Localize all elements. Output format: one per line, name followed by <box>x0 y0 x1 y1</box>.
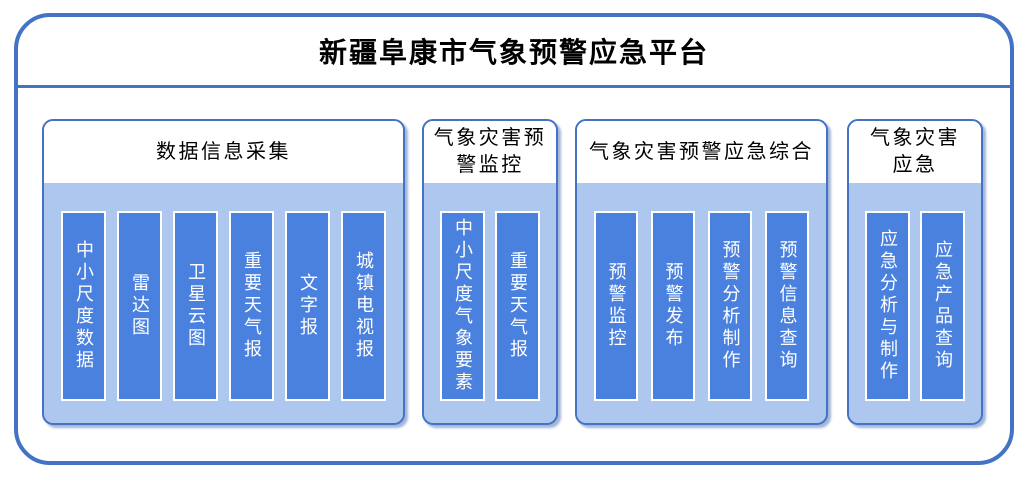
section-warning-monitoring-body: 中小尺度气象要素 重要天气报 <box>424 183 556 423</box>
item-satellite-cloud-image: 卫星云图 <box>173 210 218 401</box>
section-data-collection: 数据信息采集 中小尺度数据 雷达图 卫星云图 重要天气报 文字报 城镇电视报 <box>42 119 405 425</box>
item-emergency-product-query: 应急产品查询 <box>920 210 965 401</box>
section-warning-monitoring: 气象灾害预 警监控 中小尺度气象要素 重要天气报 <box>422 119 558 425</box>
item-warning-monitoring: 预警监控 <box>594 210 638 401</box>
sections-area: 数据信息采集 中小尺度数据 雷达图 卫星云图 重要天气报 文字报 城镇电视报 气… <box>18 88 1010 458</box>
section-warning-emergency-comprehensive-title: 气象灾害预警应急综合 <box>577 121 826 183</box>
item-radar-chart: 雷达图 <box>117 210 162 401</box>
item-text-report: 文字报 <box>285 210 330 401</box>
item-town-tv-report: 城镇电视报 <box>341 210 386 401</box>
section-disaster-emergency-body: 应急分析与制作 应急产品查询 <box>849 183 981 423</box>
section-disaster-emergency: 气象灾害 应急 应急分析与制作 应急产品查询 <box>847 119 983 425</box>
section-warning-monitoring-title: 气象灾害预 警监控 <box>424 121 556 183</box>
section-warning-emergency-comprehensive: 气象灾害预警应急综合 预警监控 预警发布 预警分析制作 预警信息查询 <box>575 119 828 425</box>
section-data-collection-title: 数据信息采集 <box>44 121 403 183</box>
item-important-weather-report: 重要天气报 <box>229 210 274 401</box>
section-disaster-emergency-title: 气象灾害 应急 <box>849 121 981 183</box>
section-data-collection-body: 中小尺度数据 雷达图 卫星云图 重要天气报 文字报 城镇电视报 <box>44 183 403 423</box>
item-warning-analysis-production: 预警分析制作 <box>708 210 752 401</box>
item-mesoscale-data: 中小尺度数据 <box>61 210 106 401</box>
platform-frame: 新疆阜康市气象预警应急平台 数据信息采集 中小尺度数据 雷达图 卫星云图 重要天… <box>14 13 1014 465</box>
item-mesoscale-meteorological-elements: 中小尺度气象要素 <box>440 210 485 401</box>
item-warning-info-query: 预警信息查询 <box>765 210 809 401</box>
platform-title-bar: 新疆阜康市气象预警应急平台 <box>18 17 1010 88</box>
item-warning-release: 预警发布 <box>651 210 695 401</box>
section-warning-emergency-comprehensive-body: 预警监控 预警发布 预警分析制作 预警信息查询 <box>577 183 826 423</box>
item-emergency-analysis-production: 应急分析与制作 <box>865 210 910 401</box>
platform-title: 新疆阜康市气象预警应急平台 <box>318 37 709 68</box>
item-important-weather-report-2: 重要天气报 <box>495 210 540 401</box>
